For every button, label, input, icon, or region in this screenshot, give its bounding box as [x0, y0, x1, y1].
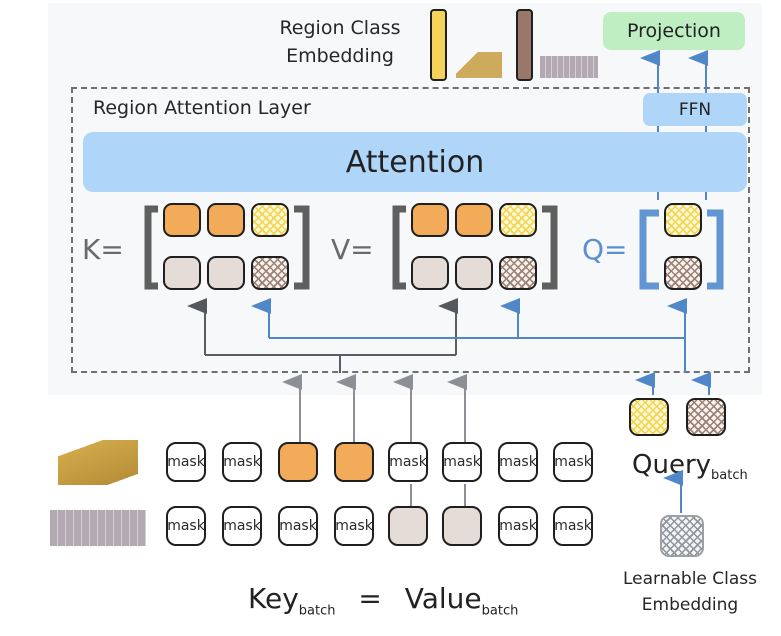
- v-cell: [499, 203, 537, 237]
- q-cell: [664, 256, 702, 290]
- lce-line2: Embedding: [641, 595, 739, 615]
- k-cell: [251, 256, 289, 290]
- region-token: [388, 506, 428, 546]
- v-cell: [499, 256, 537, 290]
- mask-token: mask: [278, 506, 318, 546]
- equals-sign: =: [358, 582, 382, 615]
- mask-token: mask: [553, 442, 593, 482]
- k-cell: [207, 256, 245, 290]
- batch-up-arrows: [282, 374, 467, 506]
- mask-token: mask: [222, 506, 262, 546]
- region-token: [278, 442, 318, 482]
- key-subscript: batch: [298, 603, 336, 619]
- mask-token: mask: [498, 506, 538, 546]
- region-attention-layer-box: [71, 87, 750, 373]
- v-cell: [411, 203, 449, 237]
- gold-region-thumbnail-icon: [456, 52, 502, 78]
- kv-gray-connector: [187, 298, 458, 373]
- lce-line1: Learnable Class: [622, 569, 758, 589]
- mask-token: mask: [388, 442, 428, 482]
- ffn-block: FFN: [643, 93, 747, 126]
- mask-token: mask: [166, 442, 206, 482]
- query-yellow-cell: [629, 398, 669, 436]
- gray-region-thumbnail-icon: [50, 510, 146, 546]
- mask-token: mask: [222, 442, 262, 482]
- k-cell: [251, 203, 289, 237]
- mask-token: mask: [334, 506, 374, 546]
- mask-token: mask: [442, 442, 482, 482]
- gray-region-thumbnail-icon: [540, 56, 598, 78]
- gold-region-thumbnail-icon: [58, 440, 138, 485]
- mask-token: mask: [166, 506, 206, 546]
- v-cell: [455, 203, 493, 237]
- value-text: Value: [404, 582, 482, 615]
- attention-block: Attention: [83, 132, 747, 192]
- learnable-class-embedding-cell: [660, 515, 704, 557]
- layer-panel-background: [48, 3, 762, 395]
- mask-token: mask: [553, 506, 593, 546]
- v-cell: [455, 256, 493, 290]
- key-value-batch-label: Keybatch = Valuebatch: [248, 582, 518, 619]
- q-blue-connector: [251, 50, 711, 513]
- k-cell: [207, 203, 245, 237]
- v-cell: [411, 256, 449, 290]
- value-subscript: batch: [481, 603, 519, 619]
- k-equals-label: K=: [82, 233, 124, 266]
- brown-class-embedding-bar: [516, 9, 533, 81]
- rce-line2: Embedding: [286, 45, 394, 67]
- v-equals-label: V=: [331, 233, 374, 266]
- key-text: Key: [248, 582, 299, 615]
- region-token: [442, 506, 482, 546]
- yellow-class-embedding-bar: [430, 9, 447, 81]
- projection-block: Projection: [603, 12, 745, 50]
- k-cell: [163, 256, 201, 290]
- region-class-embedding-label: Region Class Embedding: [270, 14, 410, 70]
- v-brackets: [392, 205, 558, 290]
- q-brackets: [639, 209, 724, 290]
- region-token: [334, 442, 374, 482]
- learnable-class-embedding-label: Learnable Class Embedding: [607, 566, 773, 618]
- query-subscript: batch: [711, 468, 748, 484]
- mask-token: mask: [498, 442, 538, 482]
- q-cell: [664, 203, 702, 237]
- k-cell: [163, 203, 201, 237]
- rce-line1: Region Class: [279, 17, 401, 39]
- layer-title: Region Attention Layer: [93, 97, 311, 119]
- query-brown-cell: [686, 398, 726, 436]
- k-brackets: [144, 205, 310, 290]
- q-equals-label: Q=: [582, 233, 628, 266]
